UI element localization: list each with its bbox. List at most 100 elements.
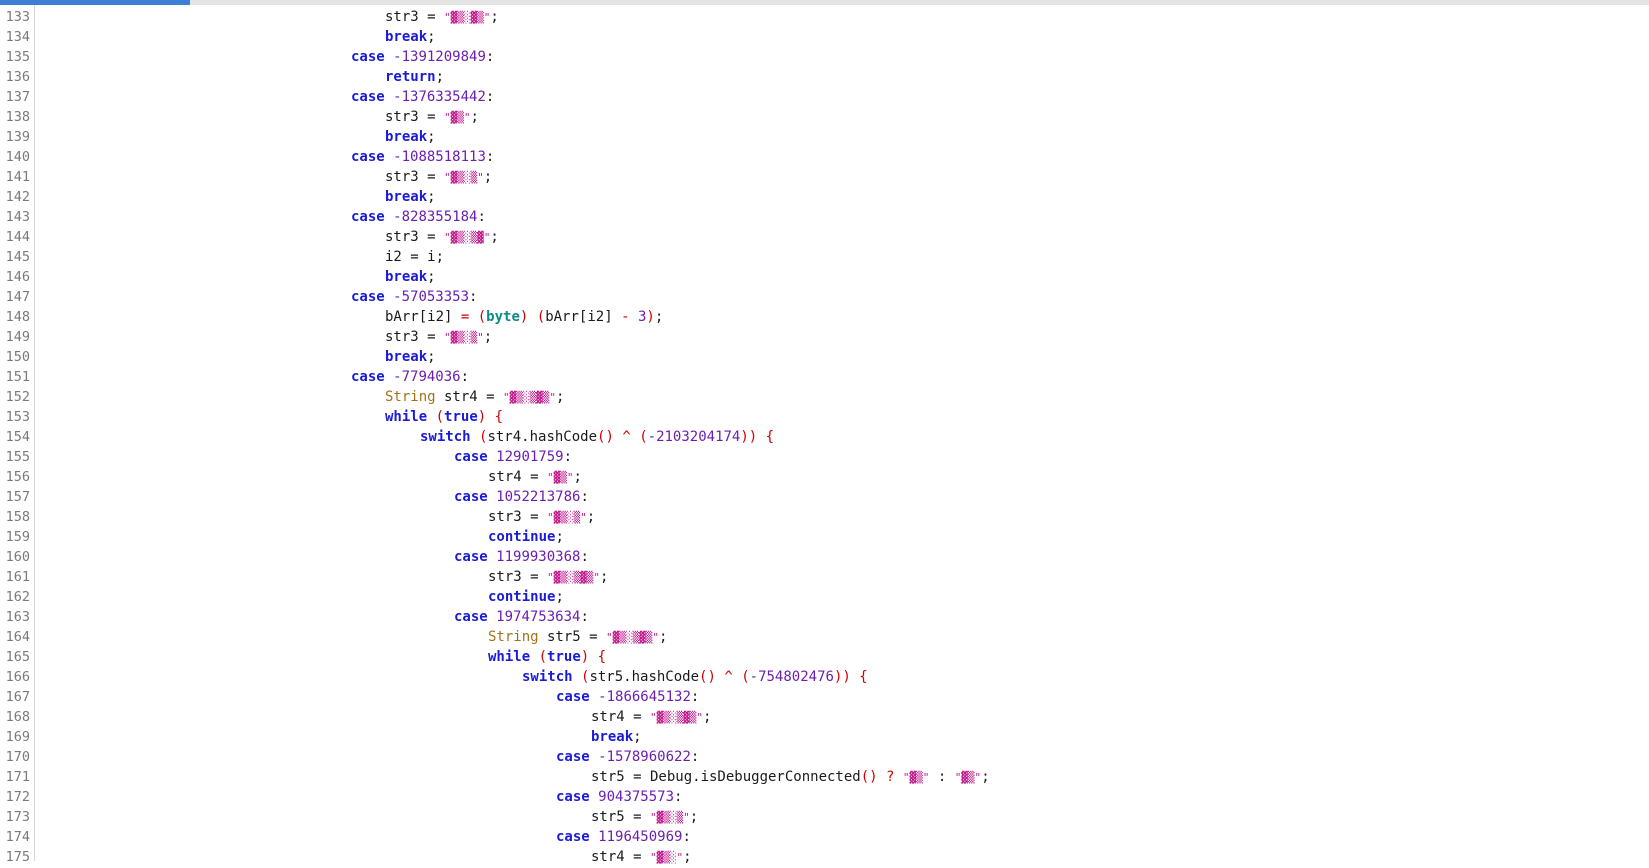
code-text: : — [580, 489, 589, 505]
code-string: "▓▒░▒▓▒" — [547, 571, 600, 584]
code-line-text: str3 = "▓▒░▒▓"; — [385, 227, 499, 248]
code-keyword: break — [385, 269, 428, 285]
code-text: str3 = — [488, 509, 548, 525]
code-text: : — [580, 549, 589, 565]
code-text: str5 = Debug.isDebuggerConnected — [591, 769, 861, 785]
code-text: str4 = — [435, 389, 504, 405]
code-number: 1196450969 — [598, 829, 683, 845]
code-number: 904375573 — [598, 789, 675, 805]
code-text: : — [485, 149, 495, 165]
line-number: 141 — [5, 169, 30, 185]
code-type: String — [488, 629, 539, 645]
code-text — [528, 309, 536, 325]
code-string: "▓▒░▒▓" — [444, 231, 491, 244]
code-operator: ? — [886, 769, 895, 785]
code-text: str4 = — [488, 469, 548, 485]
code-text: ; — [586, 509, 596, 525]
line-number: 143 — [5, 209, 30, 225]
line-number: 165 — [5, 649, 30, 665]
code-text: : — [485, 49, 495, 65]
code-text — [488, 449, 496, 465]
code-operator: { — [859, 669, 868, 685]
code-string: "▓▒" — [954, 771, 982, 784]
code-string: "▓▒░▒" — [547, 511, 587, 524]
code-operator: { — [494, 409, 504, 425]
code-number: -1578960622 — [598, 749, 691, 765]
code-operator: ) — [519, 309, 529, 325]
code-text — [590, 689, 598, 705]
code-number: -57053353 — [393, 289, 470, 305]
line-number: 149 — [5, 329, 30, 345]
line-number: 158 — [5, 509, 30, 525]
code-number: 1199930368 — [496, 549, 581, 565]
line-number: 157 — [5, 489, 30, 505]
code-keyword: case — [351, 289, 385, 305]
code-text: ; — [490, 9, 499, 25]
code-text: ; — [600, 569, 609, 585]
code-text: ; — [654, 309, 664, 325]
code-text — [385, 49, 393, 65]
line-number: 171 — [5, 769, 30, 785]
code-number: -1391209849 — [393, 49, 486, 65]
code-text: str4.hashCode — [487, 429, 598, 445]
code-text: bArr[i2] — [545, 309, 622, 325]
code-text — [471, 429, 479, 445]
code-text: : — [460, 369, 470, 385]
code-keyword: case — [556, 829, 590, 845]
code-text: : — [563, 449, 573, 465]
code-string: "▓▒" — [444, 111, 471, 124]
code-keyword: true — [444, 409, 478, 425]
code-text: str3 = — [488, 569, 548, 585]
code-keyword: case — [351, 209, 385, 225]
code-number: -2103204174 — [647, 429, 741, 445]
line-number: 168 — [5, 709, 30, 725]
code-text — [757, 429, 765, 445]
code-operator: () — [860, 769, 878, 785]
code-text: ; — [427, 269, 436, 285]
code-line[interactable]: 158 str3 = "▓▒░▒"; — [0, 507, 1649, 527]
